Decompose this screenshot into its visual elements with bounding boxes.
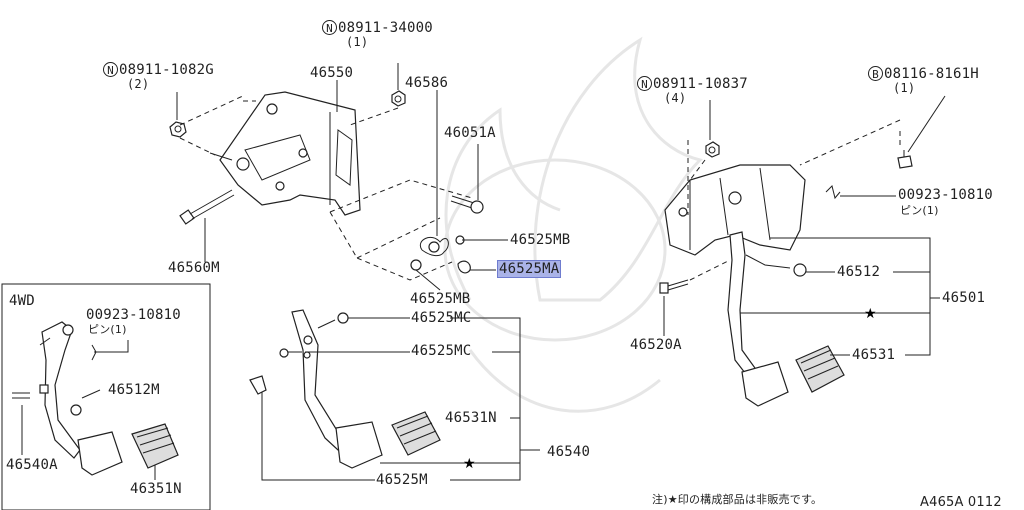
label-46540a: 46540A: [6, 457, 58, 473]
label-46550: 46550: [310, 65, 354, 81]
label-46560m: 46560M: [168, 260, 220, 276]
label-46351n: 46351N: [130, 481, 182, 497]
label-46525ma: 46525MA: [497, 260, 562, 278]
nut-1082g-shape: [169, 121, 187, 138]
label-bolt-1082g-qty: (2): [127, 77, 150, 91]
inset-title: 4WD: [9, 293, 35, 309]
bolt-46051a-shape: [450, 195, 484, 214]
label-46531: 46531: [852, 347, 896, 363]
bolt-46520a-shape: [659, 279, 689, 336]
label-46586: 46586: [405, 75, 449, 91]
star-mark: ★: [463, 456, 476, 472]
label-46525mb-a: 46525MB: [510, 232, 571, 248]
bolt-8161h-shape: [897, 150, 913, 169]
label-bolt-8161h-qty: (1): [893, 81, 916, 95]
star-mark-right: ★: [864, 306, 877, 322]
nut-10837-shape: [705, 141, 720, 158]
label-46540: 46540: [547, 444, 591, 460]
label-right-pin-qty: ピン(1): [900, 204, 939, 217]
label-46525mc-a: 46525MC: [411, 310, 472, 326]
brake-bracket: [664, 164, 806, 256]
label-46512m: 46512M: [108, 382, 160, 398]
label-bolt-34000-qty: (1): [346, 35, 369, 49]
inset-4wd-frame: [1, 283, 211, 510]
label-46520a: 46520A: [630, 337, 682, 353]
label-inset-pin-qty: ピン(1): [88, 323, 127, 336]
label-right-pin: 00923-10810: [898, 187, 993, 203]
nut-34000-shape: [391, 90, 406, 107]
clutch-bracket: [219, 91, 361, 216]
diagram-code: A465A 0112: [920, 495, 1002, 510]
bolt-46560m-shape: [179, 189, 235, 225]
inset-pedal: [12, 321, 179, 480]
spring-46586-shape: [410, 235, 471, 274]
clutch-pedal-arm: [249, 309, 441, 469]
footnote: 注)★印の構成部品は非販売です。: [652, 493, 823, 506]
label-46525m: 46525M: [376, 472, 428, 488]
highlight-46525ma[interactable]: 46525MA: [497, 260, 562, 278]
label-bolt-10837-qty: (4): [664, 91, 687, 105]
label-46501: 46501: [942, 290, 986, 306]
label-46531n: 46531N: [445, 410, 497, 426]
label-46512: 46512: [837, 264, 881, 280]
brake-pedal-arm: [727, 231, 845, 407]
label-inset-pin: 00923-10810: [86, 307, 181, 323]
watermark-crest: [443, 36, 703, 413]
label-46525mc-b: 46525MC: [411, 343, 472, 359]
label-46525mb-b: 46525MB: [410, 291, 471, 307]
label-46051a: 46051A: [444, 125, 496, 141]
